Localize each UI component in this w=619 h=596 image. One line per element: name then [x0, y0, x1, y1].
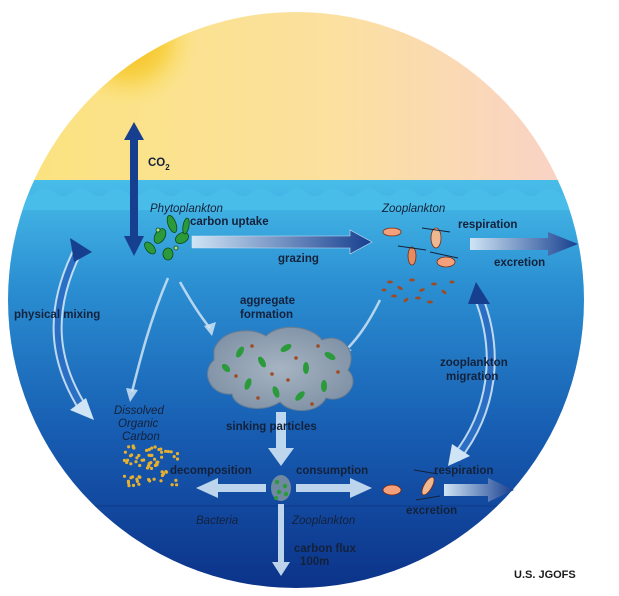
- excretion-bottom-arrow: [444, 478, 514, 502]
- doc-dot: [138, 463, 142, 468]
- doc-dot: [149, 466, 154, 470]
- doc-dot: [137, 453, 141, 458]
- arrow-to-doc-head: [126, 388, 138, 402]
- doc-dot: [135, 456, 139, 460]
- carbon-uptake-label: carbon uptake: [190, 216, 269, 228]
- doc-dot: [153, 457, 157, 461]
- doc-dot: [174, 478, 178, 482]
- sky: [8, 12, 584, 200]
- grazing-label: grazing: [278, 253, 319, 265]
- zooplankton-migration-label-1: zooplankton: [440, 357, 508, 369]
- doc-dot: [129, 462, 133, 466]
- doc-dot: [148, 479, 152, 483]
- doc-dot: [131, 483, 136, 487]
- doc-dot: [159, 479, 163, 483]
- doc-dot: [166, 449, 170, 454]
- doc-dot: [126, 458, 130, 462]
- fecal-pellets-top: [381, 278, 455, 304]
- zooplankton-top-group: [382, 227, 459, 268]
- doc-dot: [157, 447, 161, 452]
- arrow-to-doc: [130, 277, 170, 393]
- aggregate-formation-label-1: aggregate: [240, 295, 295, 307]
- arrow-pellets-to-aggregate: [345, 299, 382, 351]
- doc-dot: [122, 458, 126, 462]
- doc-dot: [126, 481, 131, 485]
- doc-dot: [123, 450, 127, 454]
- doc-dot: [169, 450, 173, 454]
- doc-dot: [130, 453, 134, 457]
- physical-mixing-arrow: [52, 238, 94, 420]
- excretion-top-label: excretion: [494, 257, 545, 269]
- bacteria-cluster: [271, 475, 291, 501]
- respiration-bottom-label: respiration: [434, 465, 493, 477]
- respiration-top-label: respiration: [458, 219, 517, 231]
- carbon-flux-label-1: carbon flux: [294, 543, 357, 555]
- doc-dot: [162, 472, 166, 476]
- doc-dot: [127, 445, 131, 449]
- consumption-arrow: [296, 478, 372, 498]
- doc-dot: [127, 484, 131, 488]
- phytoplankton-cluster: [144, 215, 190, 261]
- doc-label-1: Dissolved: [114, 405, 164, 417]
- doc-dot: [164, 470, 168, 474]
- decomposition-label: decomposition: [170, 465, 252, 477]
- doc-dot: [160, 455, 164, 459]
- doc-dot: [175, 452, 180, 456]
- co2-exchange-arrow: [124, 122, 144, 256]
- doc-label-3: Carbon: [122, 431, 160, 443]
- doc-dot: [155, 463, 159, 467]
- doc-dot: [170, 483, 174, 487]
- decomposition-arrow: [196, 478, 266, 498]
- doc-dot: [137, 475, 141, 479]
- carbon-flux-arrow: [272, 504, 290, 576]
- doc-dot: [175, 483, 179, 487]
- doc-dot: [148, 453, 152, 457]
- phytoplankton-label: Phytoplankton: [150, 203, 223, 215]
- doc-dot: [172, 455, 176, 459]
- doc-dot: [153, 445, 157, 449]
- doc-dot: [152, 477, 156, 481]
- doc-dots: [122, 444, 180, 488]
- doc-dot: [131, 444, 135, 448]
- grazing-arrow: [191, 229, 373, 255]
- water-surface-waves: [8, 188, 584, 210]
- doc-dot: [160, 450, 164, 454]
- sinking-particles-label: sinking particles: [226, 421, 317, 433]
- aggregate-formation-label-2: formation: [240, 309, 293, 321]
- doc-dot: [145, 448, 149, 452]
- credit-label: U.S. JGOFS: [514, 569, 576, 581]
- excretion-top-arrow: [470, 232, 578, 256]
- doc-label-2: Organic: [118, 418, 159, 430]
- doc-dot: [134, 460, 138, 464]
- consumption-label: consumption: [296, 465, 368, 477]
- excretion-bottom-label: excretion: [406, 505, 457, 517]
- sinking-particles-arrow: [268, 412, 294, 466]
- doc-dot: [149, 461, 153, 465]
- doc-dot: [164, 449, 168, 453]
- zooplankton-bottom-group: [382, 469, 441, 501]
- zooplankton-top-label: Zooplankton: [381, 203, 445, 215]
- doc-dot: [129, 476, 133, 480]
- doc-dot: [175, 457, 180, 461]
- zooplankton-bottom-label: Zooplankton: [291, 515, 355, 527]
- doc-dot: [147, 448, 151, 452]
- physical-mixing-label: physical mixing: [14, 309, 100, 321]
- doc-dot: [140, 458, 144, 462]
- zooplankton-migration-arrow: [448, 282, 496, 466]
- doc-dot: [137, 482, 141, 486]
- zooplankton-migration-label-2: migration: [446, 371, 498, 383]
- carbon-flux-label-2: 100m: [300, 556, 329, 568]
- aggregate: [207, 326, 354, 411]
- co2-label: CO2: [148, 157, 170, 172]
- arrow-to-aggregate-head: [204, 322, 216, 336]
- doc-dot: [150, 446, 154, 450]
- doc-dot: [135, 477, 139, 481]
- bacteria-label: Bacteria: [196, 515, 238, 527]
- doc-dot: [122, 474, 127, 478]
